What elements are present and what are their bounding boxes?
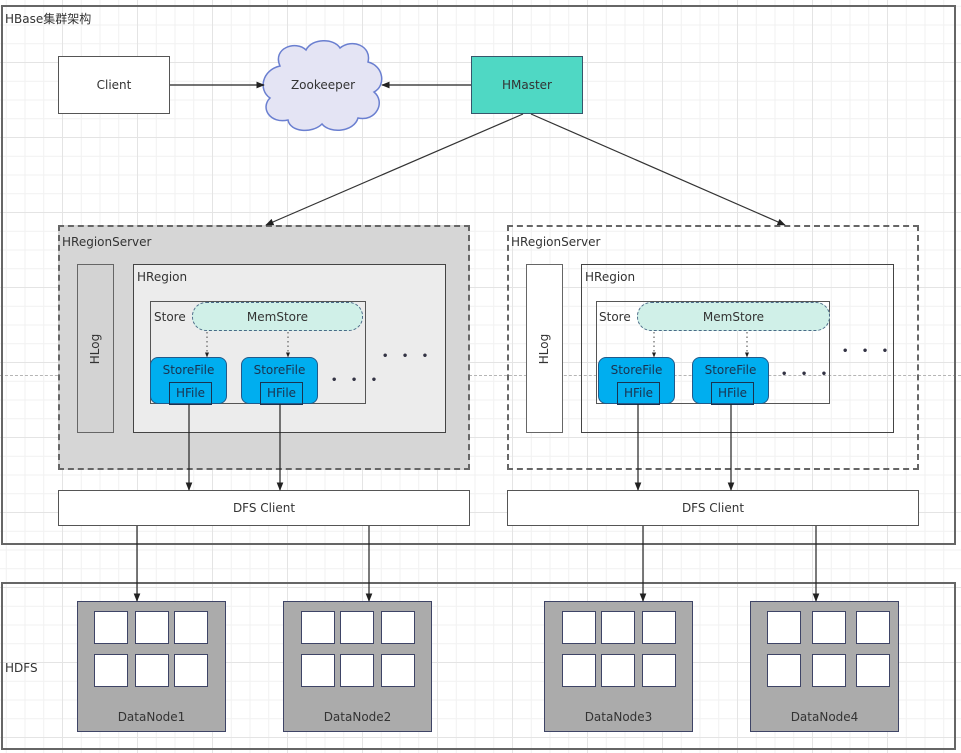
hfile-left-1[interactable]: HFile <box>169 381 212 405</box>
data-block <box>174 654 208 687</box>
storefile-right-1[interactable]: StoreFile HFile <box>598 357 675 405</box>
zookeeper-label: Zookeeper <box>290 78 356 92</box>
client-label: Client <box>96 78 132 92</box>
data-block <box>601 611 635 644</box>
data-block <box>135 611 169 644</box>
regionserver-right[interactable] <box>507 225 919 470</box>
dfs-client-left-label: DFS Client <box>232 501 296 515</box>
data-block <box>562 654 596 687</box>
data-block <box>856 611 890 644</box>
data-block <box>135 654 169 687</box>
data-block <box>340 611 374 644</box>
client-node[interactable]: Client <box>58 56 170 114</box>
storefile-label: StoreFile <box>704 363 757 377</box>
data-block <box>94 611 128 644</box>
storefile-left-1[interactable]: StoreFile HFile <box>150 357 227 405</box>
datanode-1[interactable]: DataNode1 <box>77 601 226 732</box>
data-block <box>94 654 128 687</box>
hregion-left-title: HRegion <box>137 270 188 284</box>
datanode-2[interactable]: DataNode2 <box>283 601 432 732</box>
data-block <box>562 611 596 644</box>
data-block <box>642 654 676 687</box>
memstore-right[interactable]: MemStore <box>637 302 830 331</box>
hfile-left-2[interactable]: HFile <box>260 381 303 405</box>
datanode-2-label: DataNode2 <box>323 710 392 724</box>
hlog-right[interactable]: HLog <box>526 264 563 433</box>
data-block <box>601 654 635 687</box>
hfile-right-1[interactable]: HFile <box>617 381 660 405</box>
hmaster-node[interactable]: HMaster <box>471 56 583 114</box>
storefile-left-2[interactable]: StoreFile HFile <box>241 357 318 405</box>
datanode-3-label: DataNode3 <box>584 710 653 724</box>
cluster-title: HBase集群架构 <box>5 12 92 26</box>
storefile-label: StoreFile <box>162 363 215 377</box>
hregion-right-title: HRegion <box>585 270 636 284</box>
horizontal-guide-line <box>0 375 961 376</box>
hlog-left-label: HLog <box>88 333 103 364</box>
data-block <box>301 654 335 687</box>
hmaster-label: HMaster <box>501 78 552 92</box>
datanode-1-label: DataNode1 <box>117 710 186 724</box>
data-block <box>340 654 374 687</box>
more-stores-left-ellipsis: • • • <box>382 351 434 362</box>
data-block <box>767 654 801 687</box>
hdfs-title: HDFS <box>5 661 38 675</box>
data-block <box>812 654 846 687</box>
hlog-right-label: HLog <box>537 333 552 364</box>
store-right-title: Store <box>599 310 631 324</box>
store-left-title: Store <box>154 310 186 324</box>
hbase-cluster-container <box>1 5 956 545</box>
datanode-3[interactable]: DataNode3 <box>544 601 693 732</box>
data-block <box>381 654 415 687</box>
data-block <box>174 611 208 644</box>
data-block <box>767 611 801 644</box>
memstore-right-label: MemStore <box>702 309 765 324</box>
hlog-left[interactable]: HLog <box>77 264 114 433</box>
storefile-label: StoreFile <box>610 363 663 377</box>
datanode-4-label: DataNode4 <box>790 710 859 724</box>
more-storefiles-left-ellipsis: • • • <box>331 375 383 386</box>
regionserver-right-title: HRegionServer <box>511 235 601 249</box>
data-block <box>812 611 846 644</box>
hfile-right-2[interactable]: HFile <box>711 381 754 405</box>
regionserver-left-title: HRegionServer <box>62 235 152 249</box>
dfs-client-right[interactable]: DFS Client <box>507 490 919 526</box>
storefile-label: StoreFile <box>253 363 306 377</box>
more-storefiles-right-ellipsis: • • • <box>781 369 833 380</box>
memstore-left[interactable]: MemStore <box>192 302 363 331</box>
dfs-client-left[interactable]: DFS Client <box>58 490 470 526</box>
datanode-4[interactable]: DataNode4 <box>750 601 899 732</box>
data-block <box>381 611 415 644</box>
more-stores-right-ellipsis: • • • <box>842 346 894 357</box>
data-block <box>301 611 335 644</box>
data-block <box>642 611 676 644</box>
hdfs-container <box>1 582 956 750</box>
dfs-client-right-label: DFS Client <box>681 501 745 515</box>
memstore-left-label: MemStore <box>246 309 309 324</box>
data-block <box>856 654 890 687</box>
storefile-right-2[interactable]: StoreFile HFile <box>692 357 769 405</box>
hregion-right[interactable] <box>581 264 894 433</box>
